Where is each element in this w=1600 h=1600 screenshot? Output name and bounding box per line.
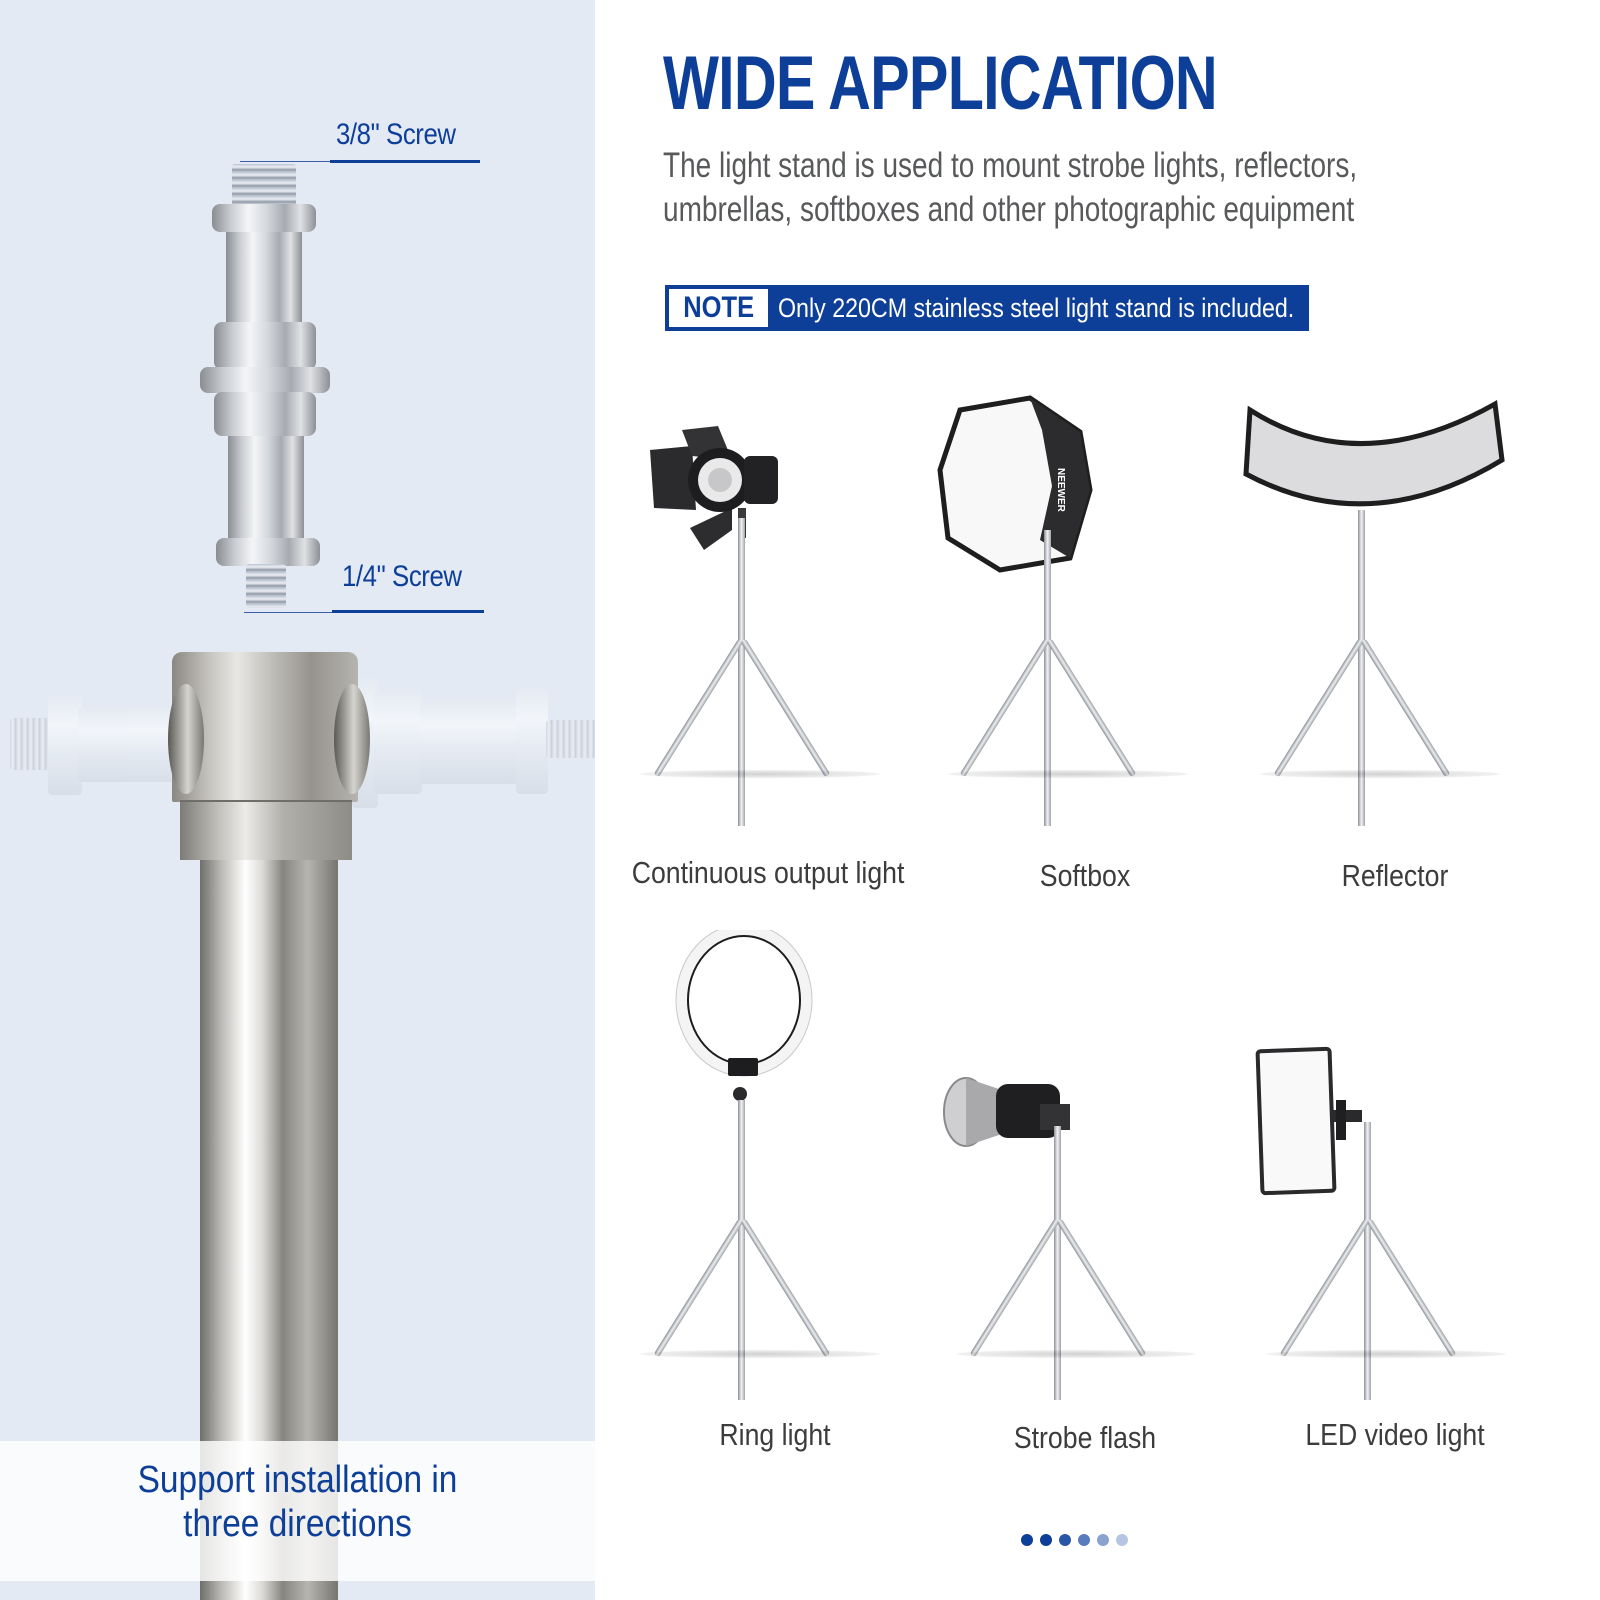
left-flange xyxy=(48,695,82,795)
subtitle-line-2: umbrellas, softboxes and other photograp… xyxy=(663,190,1355,229)
pagination-dot-5[interactable] xyxy=(1097,1534,1109,1546)
right-socket xyxy=(334,684,370,794)
caption-line-2: three directions xyxy=(183,1503,412,1545)
note-badge: NOTE xyxy=(669,289,769,327)
fresnel-light-with-barndoors-icon xyxy=(650,426,778,550)
top-screw-leader-line xyxy=(240,161,340,162)
strobe-flash-icon xyxy=(943,1077,1070,1147)
bottom-screw-underline xyxy=(332,610,484,613)
application-card: NEEWER Softbox xyxy=(930,390,1240,930)
right-collar xyxy=(374,690,422,794)
note-badge-label: NOTE xyxy=(683,291,755,324)
application-label: Softbox xyxy=(1039,858,1131,893)
installation-caption: Support installation in three directions xyxy=(36,1458,560,1546)
bottom-flange xyxy=(216,538,320,566)
t-head-band xyxy=(180,800,352,860)
application-card: Continuous output light xyxy=(620,390,930,930)
spigot-adapter-image xyxy=(200,160,340,610)
ring-light-icon xyxy=(675,930,813,1101)
stand-shadow xyxy=(1260,770,1500,778)
stand-mast xyxy=(1054,1126,1061,1400)
stand-shadow xyxy=(956,1350,1196,1358)
pagination-dot-1[interactable] xyxy=(1021,1534,1033,1546)
left-socket xyxy=(168,684,204,794)
upper-shaft xyxy=(226,232,302,322)
bottom-screw-label: 1/4" Screw xyxy=(342,560,462,593)
page-subtitle: The light stand is used to mount strobe … xyxy=(663,144,1463,232)
application-label: LED video light xyxy=(1305,1417,1485,1452)
svg-text:NEEWER: NEEWER xyxy=(1055,468,1066,513)
stand-shadow xyxy=(1266,1350,1506,1358)
subtitle-line-1: The light stand is used to mount strobe … xyxy=(663,146,1358,185)
mid-ring xyxy=(200,367,330,393)
application-card: Strobe flash xyxy=(930,950,1240,1490)
product-detail-panel: 3/8" Screw 1/4" Screw Support installati… xyxy=(0,0,595,1600)
application-card: Reflector xyxy=(1240,390,1550,930)
stand-mast xyxy=(738,1100,745,1400)
pagination-dots xyxy=(1021,1534,1128,1546)
application-card: Ring light xyxy=(620,930,930,1490)
lower-shaft xyxy=(228,436,304,538)
top-flange xyxy=(212,204,316,232)
application-label: Reflector xyxy=(1341,858,1449,893)
led-panel-icon xyxy=(1255,1046,1362,1196)
bottom-screw-leader-line xyxy=(244,612,344,613)
right-end-flange xyxy=(516,688,548,794)
quarter-inch-thread xyxy=(246,564,286,608)
note-text: Only 220CM stainless steel light stand i… xyxy=(778,292,1295,323)
curved-reflector-icon xyxy=(1243,399,1505,507)
lower-collar xyxy=(214,392,316,436)
stand-mast xyxy=(1044,530,1051,826)
stand-shadow xyxy=(640,1350,880,1358)
caption-line-1: Support installation in xyxy=(137,1459,458,1501)
stand-mast xyxy=(738,518,745,826)
pagination-dot-3[interactable] xyxy=(1059,1534,1071,1546)
mid-collar xyxy=(214,322,316,370)
caption-band xyxy=(0,1441,595,1581)
right-thread xyxy=(546,720,595,758)
left-thread xyxy=(10,718,50,770)
stand-mast xyxy=(1364,1122,1371,1400)
stand-shadow xyxy=(948,770,1188,778)
page-title: WIDE APPLICATION xyxy=(663,41,1218,126)
note-banner: NOTE Only 220CM stainless steel light st… xyxy=(665,285,1309,331)
pagination-dot-4[interactable] xyxy=(1078,1534,1090,1546)
stand-mast xyxy=(1358,510,1365,826)
application-label: Strobe flash xyxy=(1013,1420,1157,1455)
pagination-dot-6[interactable] xyxy=(1116,1534,1128,1546)
left-shaft xyxy=(78,708,178,782)
right-shaft xyxy=(420,700,520,784)
pagination-dot-2[interactable] xyxy=(1040,1534,1052,1546)
octagonal-softbox-icon: NEEWER xyxy=(937,395,1093,573)
top-screw-underline xyxy=(330,160,480,163)
application-card: LED video light xyxy=(1240,950,1550,1490)
application-label: Ring light xyxy=(719,1417,831,1452)
three-eighths-thread xyxy=(232,164,296,208)
top-screw-label: 3/8" Screw xyxy=(336,118,456,151)
application-label: Continuous output light xyxy=(631,855,905,890)
stand-shadow xyxy=(640,770,880,778)
